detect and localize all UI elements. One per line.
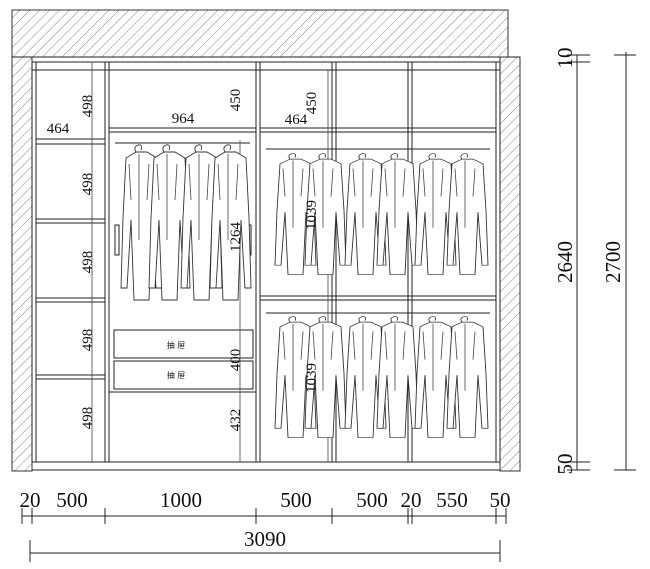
drawer-label: 抽 屉: [167, 340, 186, 350]
label-498: 498: [80, 407, 96, 430]
garment-icon: [446, 316, 489, 439]
label-400: 400: [228, 349, 244, 372]
label-464: 464: [47, 121, 70, 137]
dim-50: 50: [490, 488, 511, 512]
dim-1000: 1000: [160, 488, 202, 512]
dim-inner-height: 2640: [553, 241, 577, 283]
dim-500: 500: [56, 488, 88, 512]
drawer-label: 抽 屉: [167, 370, 186, 380]
garment-icon: [376, 316, 419, 439]
dim-top-10: 10: [553, 48, 577, 69]
label-1264: 1264: [228, 222, 244, 253]
dim-20: 20: [401, 488, 422, 512]
label-498: 498: [80, 173, 96, 196]
left-wall: [11, 56, 33, 472]
dim-total-width: 3090: [244, 527, 286, 551]
label-1039: 1039: [304, 200, 320, 230]
label-1039: 1039: [304, 363, 320, 393]
garment-icon: [376, 153, 419, 276]
drawer-2: [113, 360, 254, 390]
label-450: 450: [304, 92, 320, 115]
garment-icon: [446, 153, 489, 276]
dim-20: 20: [20, 488, 41, 512]
dim-550: 550: [436, 488, 468, 512]
label-450: 450: [228, 89, 244, 112]
label-432: 432: [228, 409, 244, 432]
label-498: 498: [80, 95, 96, 118]
label-464: 464: [285, 112, 308, 128]
dim-500: 500: [280, 488, 312, 512]
dim-bottom-50: 50: [553, 454, 577, 475]
right-wall: [499, 56, 521, 472]
dim-500: 500: [356, 488, 388, 512]
ceiling-wall: [11, 9, 509, 58]
drawer-1: [113, 329, 254, 359]
label-498: 498: [80, 329, 96, 352]
label-498: 498: [80, 251, 96, 274]
dim-total-height: 2700: [601, 241, 625, 283]
label-964: 964: [172, 111, 195, 127]
